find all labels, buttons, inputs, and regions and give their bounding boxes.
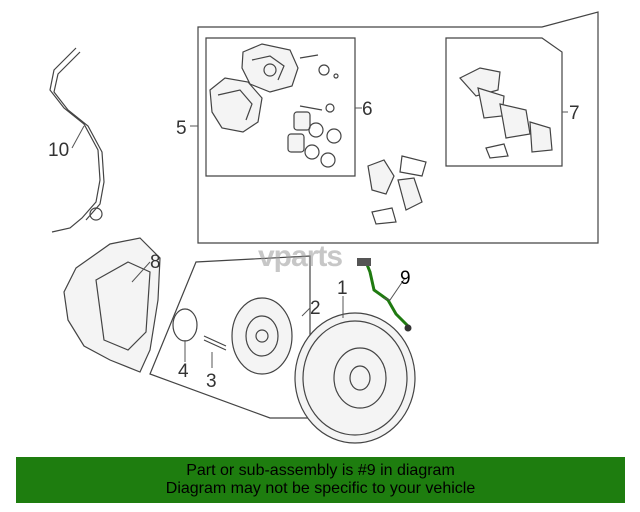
hub-bolt bbox=[203, 335, 227, 351]
info-banner: Part or sub-assembly is #9 in diagram Di… bbox=[16, 457, 625, 503]
pad-subgroup-frame bbox=[445, 37, 563, 167]
caliper-subgroup-frame bbox=[205, 37, 356, 177]
callout-6: 6 bbox=[362, 99, 373, 120]
callout-2: 2 bbox=[310, 298, 321, 319]
snap-ring bbox=[172, 308, 198, 342]
banner-line-2: Diagram may not be specific to your vehi… bbox=[165, 480, 476, 497]
callout-7: 7 bbox=[569, 103, 580, 124]
speed-sensor-wire bbox=[49, 47, 101, 233]
brake-pads bbox=[367, 67, 553, 225]
callout-5: 5 bbox=[176, 118, 187, 139]
watermark-logo: vparts bbox=[258, 240, 343, 273]
caliper-assembly bbox=[209, 43, 299, 133]
brake-hose bbox=[364, 261, 410, 328]
banner-line-1: Part or sub-assembly is #9 in diagram bbox=[186, 462, 455, 479]
callout-4: 4 bbox=[178, 361, 189, 382]
guide-pins-and-bolts bbox=[299, 54, 339, 113]
callout-8: 8 bbox=[150, 252, 161, 273]
callout-10: 10 bbox=[48, 140, 69, 161]
dust-shield bbox=[63, 237, 161, 373]
brake-rotor bbox=[294, 312, 416, 444]
brake-hose-fitting-bottom bbox=[404, 324, 412, 332]
brake-hose-fitting-top bbox=[357, 258, 371, 266]
callout-3: 3 bbox=[206, 371, 217, 392]
callout-1: 1 bbox=[337, 278, 348, 299]
caliper-group-frame bbox=[197, 11, 599, 244]
piston-seals bbox=[287, 111, 342, 168]
hub-bearing bbox=[231, 297, 293, 375]
callout-9: 9 bbox=[400, 268, 411, 289]
